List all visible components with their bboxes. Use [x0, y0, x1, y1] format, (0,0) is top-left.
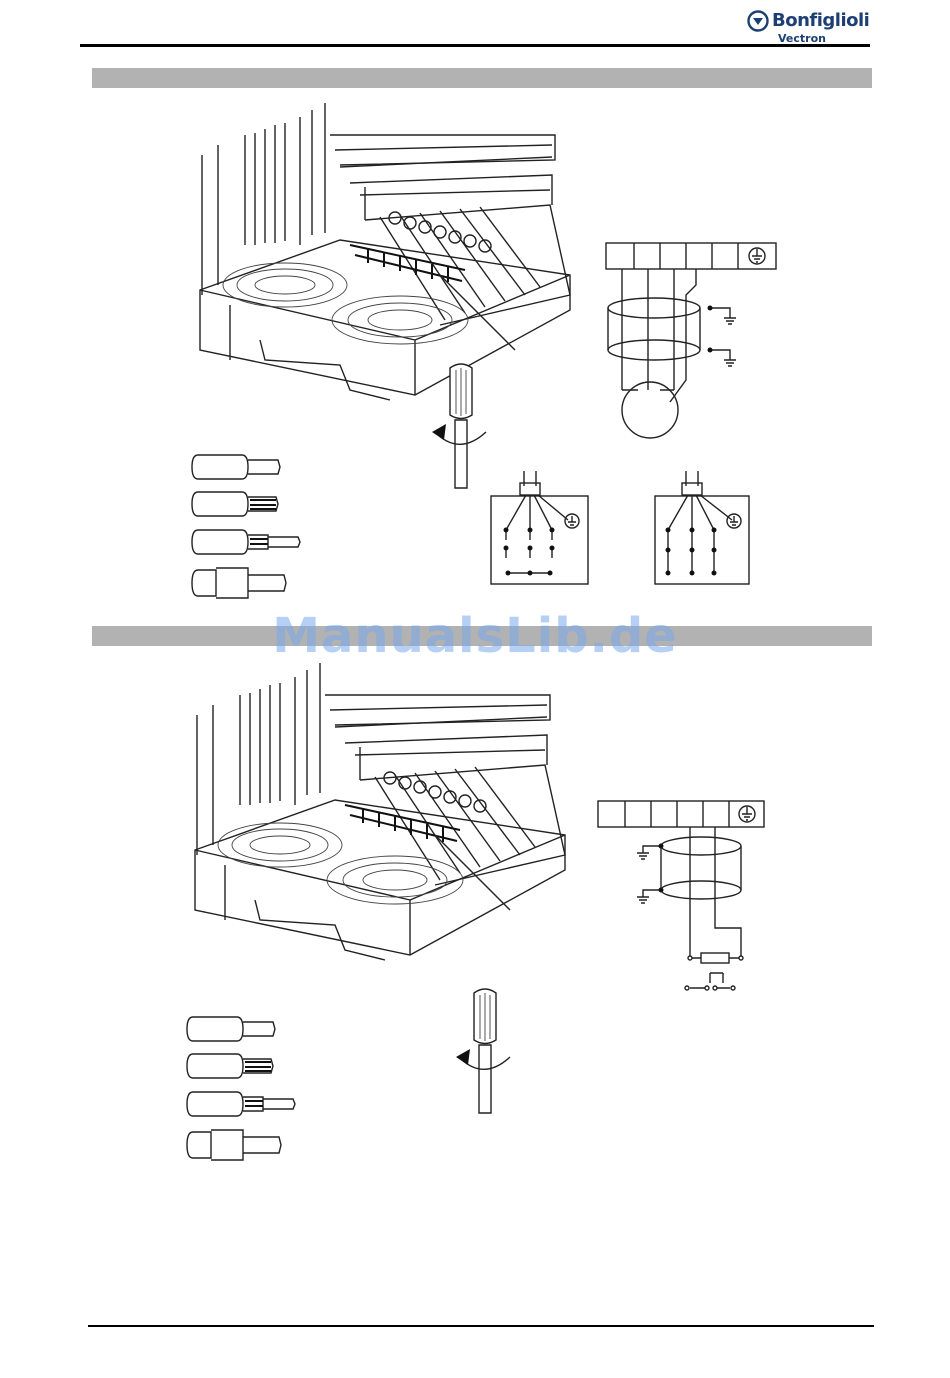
footer-rule [88, 1325, 874, 1327]
wire-end-types-bottom [185, 1012, 305, 1162]
inverter-illustration-top [190, 95, 580, 415]
company-logo: Bonfiglioli Vectron [744, 6, 874, 48]
header-rule [80, 44, 870, 47]
protective-earth-icon [739, 806, 755, 822]
screwdriver-icon [452, 985, 522, 1120]
motor-connection-diagram [600, 240, 780, 440]
bonfiglioli-logo-icon [747, 10, 769, 32]
ground-symbol-icon [708, 306, 713, 353]
brake-resistor-connection-diagram [595, 798, 775, 998]
brake-resistor-icon [701, 953, 729, 963]
inverter-illustration-bottom [185, 655, 575, 975]
brand-name: Bonfiglioli [772, 10, 869, 31]
star-connection-box [488, 468, 590, 588]
delta-connection-box [652, 468, 754, 588]
wire-end-types-top [190, 450, 310, 600]
section-bar-motor-connection [92, 68, 872, 88]
protective-earth-icon [749, 248, 765, 264]
